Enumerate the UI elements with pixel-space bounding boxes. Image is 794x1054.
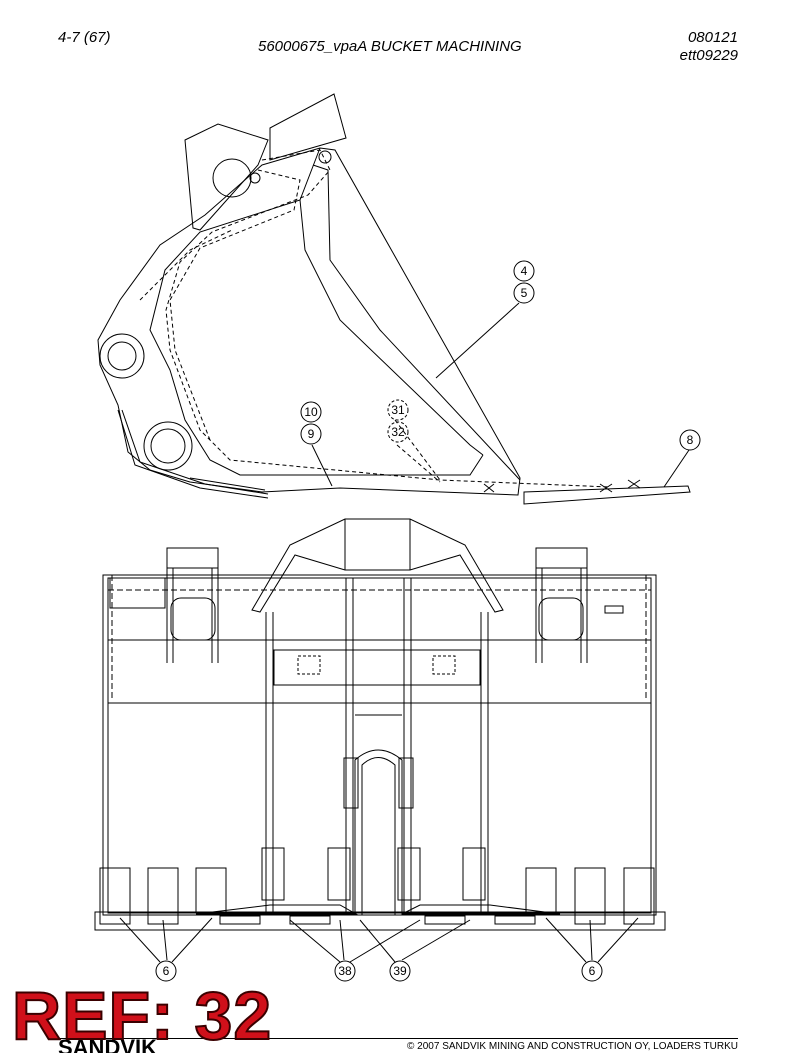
wear-strip-inner xyxy=(121,409,269,495)
left-hinge-block xyxy=(166,547,219,569)
ref-stamp: REF: 32 xyxy=(11,978,273,1054)
top-bracket xyxy=(184,123,269,231)
small-bore xyxy=(249,172,261,184)
callout-6-right-balloon xyxy=(581,960,603,982)
left-boss xyxy=(170,597,216,641)
callout-31-balloon xyxy=(387,399,409,421)
front-leaders xyxy=(119,917,639,963)
leader-8 xyxy=(663,449,690,488)
callout-38-balloon xyxy=(334,960,356,982)
mid-pin-boss xyxy=(99,333,145,379)
callout-4-balloon xyxy=(513,260,535,282)
callout-4: 4 xyxy=(521,264,528,278)
drawing-code: ett09229 xyxy=(679,47,738,64)
wear-blocks xyxy=(99,867,655,925)
callout-6-right: 6 xyxy=(589,964,596,978)
right-boss xyxy=(538,597,584,641)
right-slot xyxy=(604,605,624,614)
leader-32 xyxy=(396,444,441,483)
callout-32: 32 xyxy=(391,425,405,439)
callout-31: 31 xyxy=(391,403,405,417)
callout-6-left: 6 xyxy=(163,964,170,978)
callout-38: 38 xyxy=(338,964,352,978)
callout-9-balloon xyxy=(300,423,322,445)
cutting-edge xyxy=(523,485,691,505)
side-plate-line xyxy=(312,164,521,481)
footer-rule xyxy=(58,1038,738,1039)
callout-10-balloon xyxy=(300,401,322,423)
sandvik-logo: SANDVIK xyxy=(58,1037,158,1053)
mid-pin-bore xyxy=(107,341,137,371)
callout-5-balloon xyxy=(513,282,535,304)
callout-32-balloon xyxy=(387,421,409,443)
edge-segments xyxy=(195,904,561,925)
wear-strip-lip xyxy=(189,477,266,491)
left-top-plate xyxy=(109,577,166,609)
callout-9: 9 xyxy=(308,427,315,441)
callout-10: 10 xyxy=(304,405,318,419)
leader-4-5 xyxy=(435,302,520,379)
hidden-lines xyxy=(139,149,611,488)
callout-39-balloon xyxy=(389,960,411,982)
bucket-back-line xyxy=(299,199,484,456)
callout-5: 5 xyxy=(521,286,528,300)
bucket-side-view: 4 5 10 9 31 32 8 xyxy=(97,93,701,505)
leader-9 xyxy=(311,444,333,487)
bucket-frame xyxy=(102,574,657,916)
center-hood xyxy=(251,518,504,613)
bucket-front-view: 6 38 39 6 xyxy=(94,518,666,982)
lower-pin-boss xyxy=(143,421,193,471)
top-hole xyxy=(318,150,332,164)
callout-39: 39 xyxy=(393,964,407,978)
hidden-pocket-left xyxy=(297,655,321,675)
upper-pin-bore xyxy=(212,158,252,198)
callout-8: 8 xyxy=(687,433,694,447)
center-lug-right xyxy=(398,757,414,809)
drawing-title: 56000675_vpaA BUCKET MACHINING xyxy=(258,38,522,55)
tooth-adapters xyxy=(261,847,486,901)
bucket-inner-line xyxy=(149,147,484,476)
lower-pin-bore xyxy=(150,428,186,464)
callout-6-left-balloon xyxy=(155,960,177,982)
callout-8-balloon xyxy=(679,429,701,451)
drawing-date: 080121 xyxy=(687,29,738,46)
right-hinge-block xyxy=(535,547,588,569)
center-arch xyxy=(354,749,403,915)
center-lug-left xyxy=(343,757,359,809)
copyright-notice: © 2007 SANDVIK MINING AND CONSTRUCTION O… xyxy=(407,1041,738,1052)
front-cutting-edge xyxy=(94,911,666,931)
bucket-outline xyxy=(97,147,521,496)
center-cross-plate xyxy=(273,649,481,686)
top-plate xyxy=(269,93,347,161)
page-reference: 4-7 (67) xyxy=(58,29,111,46)
wear-strip xyxy=(117,409,269,499)
hidden-pocket-right xyxy=(432,655,456,675)
